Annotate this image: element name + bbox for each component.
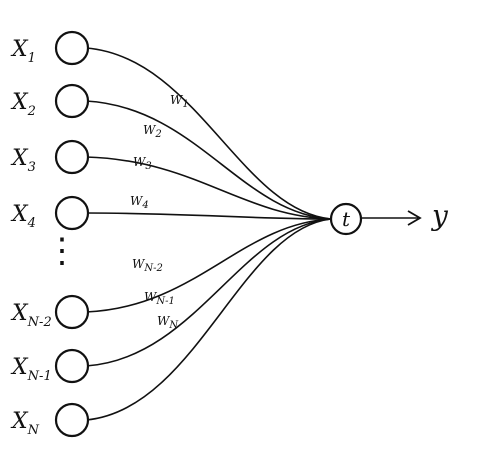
ellipsis: ⋮ xyxy=(45,231,79,271)
weight-label-sub: 2 xyxy=(154,129,161,140)
output-label: y xyxy=(430,199,449,232)
input-neuron xyxy=(54,348,90,384)
input-label-sub: N xyxy=(27,423,40,438)
input-neuron xyxy=(54,402,90,438)
weight-label-sub: N xyxy=(168,320,179,331)
input-label-base: X xyxy=(10,146,29,171)
weight-label-base: W xyxy=(143,123,157,137)
input-label-base: X xyxy=(10,355,29,380)
input-label-base: X xyxy=(10,409,29,434)
input-neuron xyxy=(54,139,90,175)
input-label: X3 xyxy=(10,146,36,175)
weight-label-sub: 3 xyxy=(145,161,151,172)
weight-label: WN-2 xyxy=(132,257,163,274)
weight-label: WN xyxy=(157,314,179,331)
weight-label-base: W xyxy=(144,290,158,304)
weight-label-base: W xyxy=(133,155,147,169)
weight-label: W1 xyxy=(170,93,189,110)
input-label-sub: N-1 xyxy=(27,369,52,384)
weight-label: W4 xyxy=(130,194,149,211)
weight-label-sub: N-2 xyxy=(143,263,163,274)
weight-label-base: W xyxy=(130,194,144,208)
input-label-sub: 1 xyxy=(28,51,36,66)
edge-line xyxy=(85,218,332,367)
connection-lines xyxy=(85,47,332,421)
edge-line xyxy=(85,156,332,220)
input-neuron xyxy=(54,30,90,66)
input-label: X1 xyxy=(10,37,36,66)
edge-line xyxy=(85,218,332,421)
input-label-sub: 2 xyxy=(27,104,36,119)
weight-label: WN-1 xyxy=(144,290,175,307)
output-neuron-label: t xyxy=(342,207,351,231)
weight-label-base: W xyxy=(132,257,146,271)
input-neuron xyxy=(54,83,90,119)
input-label-sub: 3 xyxy=(28,160,36,175)
input-label-sub: 4 xyxy=(27,216,36,231)
output-neuron xyxy=(329,202,363,236)
input-neuron xyxy=(54,294,90,330)
input-label-base: X xyxy=(10,37,29,62)
input-label: XN-1 xyxy=(10,355,52,384)
edge-line xyxy=(85,100,332,220)
input-label-base: X xyxy=(10,202,29,227)
input-neuron xyxy=(54,195,90,231)
weight-label: W2 xyxy=(143,123,162,140)
input-label-base: X xyxy=(10,301,29,326)
edge-line xyxy=(85,47,332,220)
input-nodes xyxy=(54,30,90,438)
weight-label-sub: N-1 xyxy=(155,296,175,307)
input-label: XN-2 xyxy=(10,301,52,330)
weight-label-sub: 4 xyxy=(141,200,148,211)
input-label: X4 xyxy=(10,202,36,231)
weight-label-base: W xyxy=(157,314,171,328)
weight-label: W3 xyxy=(133,155,152,172)
edge-line xyxy=(85,218,332,313)
input-label-sub: N-2 xyxy=(27,315,52,330)
input-label: X2 xyxy=(10,90,36,119)
edge-line xyxy=(85,212,332,220)
input-label-base: X xyxy=(10,90,29,115)
input-label: XN xyxy=(10,409,40,438)
weight-label-sub: 1 xyxy=(182,99,188,110)
weight-label-base: W xyxy=(170,93,184,107)
output-arrowhead xyxy=(407,210,422,226)
